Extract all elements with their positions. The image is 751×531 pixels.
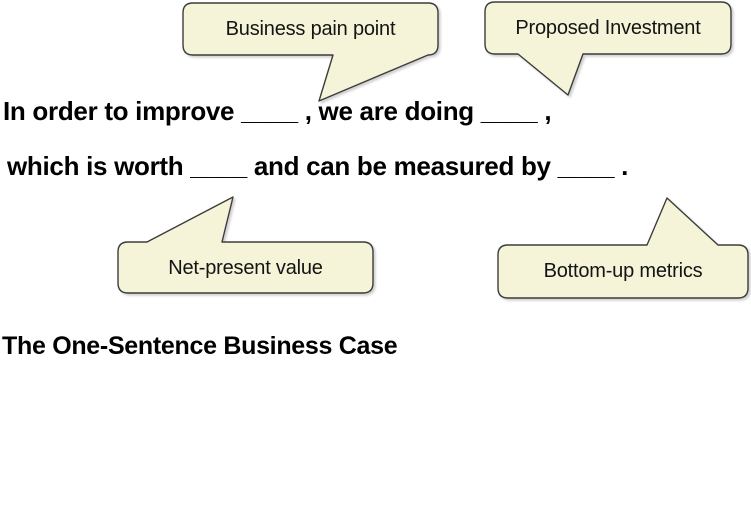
business-pain-point-bubble-shape [182, 2, 439, 102]
business-case-sentence-line-2: which is worth ____ and can be measured … [7, 151, 629, 181]
bottom-up-metrics-bubble-shape [497, 197, 749, 299]
proposed-investment-bubble-shape [484, 1, 732, 96]
net-present-value-bubble-shape [117, 196, 374, 294]
diagram-caption-title: The One-Sentence Business Case [2, 332, 398, 360]
business-case-sentence-line-1: In order to improve ____ , we are doing … [3, 96, 552, 126]
